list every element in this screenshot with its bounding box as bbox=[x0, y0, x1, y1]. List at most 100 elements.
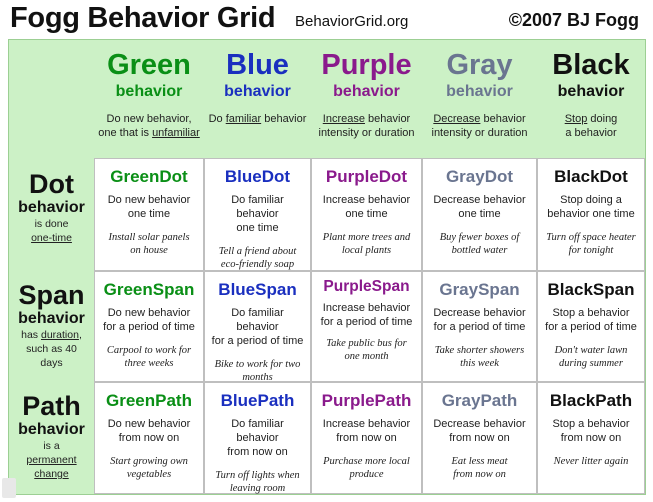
cell-desc-line: Stop a behavior bbox=[552, 418, 630, 430]
col-header-blue: Blue behavior Do familiar behavior bbox=[204, 40, 311, 158]
watermark-icon bbox=[2, 478, 16, 498]
col-header-green: Green behavior Do new behavior, one that… bbox=[94, 40, 204, 158]
cell-desc-line: one time bbox=[345, 208, 388, 220]
col-name: Black bbox=[552, 49, 630, 81]
row-name: Span bbox=[18, 280, 85, 310]
cell-example-line: during summer bbox=[559, 358, 623, 369]
col-header-purple: Purple behavior Increase behavior intens… bbox=[311, 40, 422, 158]
col-desc-part: one that is bbox=[98, 127, 153, 139]
copyright: ©2007 BJ Fogg bbox=[508, 10, 639, 30]
cell-desc: Do familiar behavior one time bbox=[205, 193, 310, 235]
cell-desc-line: Stop doing a bbox=[560, 194, 622, 206]
cell-example-line: leaving room bbox=[229, 483, 286, 494]
row-desc: is a bbox=[43, 440, 60, 452]
cell-example-line: Don't water lawn bbox=[554, 345, 628, 356]
col-desc-underlined: Increase bbox=[322, 113, 365, 125]
cell-desc-line: one time bbox=[236, 222, 279, 234]
cell-title: GreenSpan bbox=[103, 280, 195, 299]
row-desc-text: change bbox=[34, 468, 69, 480]
col-desc-underlined: Decrease bbox=[433, 113, 481, 125]
cell-example-line: Eat less meat bbox=[451, 456, 508, 467]
cell-desc-line: from now on bbox=[227, 446, 288, 458]
cell-desc-line: Do new behavior bbox=[107, 418, 191, 430]
cell-title: GrayDot bbox=[445, 167, 514, 186]
row-sub: behavior bbox=[18, 421, 85, 438]
cell-desc-line: Do familiar behavior bbox=[231, 194, 284, 220]
cell-example-line: Carpool to work for bbox=[106, 345, 192, 356]
cell-example-line: Start growing own bbox=[110, 456, 188, 467]
cell-desc-line: Increase behavior bbox=[322, 302, 411, 314]
row-desc-underlined: permanent bbox=[9, 454, 94, 467]
cell-desc-line: for a period of time bbox=[211, 335, 304, 347]
col-desc: Do familiar behavior bbox=[204, 112, 311, 126]
col-desc-part: behavior bbox=[480, 113, 526, 125]
row-desc-part: has bbox=[21, 329, 41, 341]
cell-desc-line: Decrease behavior bbox=[433, 194, 526, 206]
cell-title: PurplePath bbox=[321, 391, 412, 410]
row-desc-part: , bbox=[78, 329, 82, 341]
cell-example-line: Buy fewer boxes of bbox=[439, 232, 520, 243]
col-desc-line: Do new behavior, bbox=[106, 113, 192, 125]
page-title: Fogg Behavior Grid bbox=[10, 2, 276, 34]
col-desc: Stop doing a behavior bbox=[537, 112, 645, 140]
cell-desc-line: Increase behavior bbox=[322, 418, 411, 430]
cell-example-line: Plant more trees and bbox=[322, 232, 411, 243]
cell-graydot: GrayDot Decrease behavior one time Buy fe… bbox=[422, 158, 537, 271]
cell-example: Carpool to work for three weeks bbox=[95, 344, 203, 370]
row-header-dot: Dot behavior is done one-time bbox=[9, 158, 94, 271]
cell-example: Don't water lawn during summer bbox=[538, 344, 644, 370]
cell-title: BlueDot bbox=[224, 167, 291, 186]
row-desc-underlined: one-time bbox=[9, 232, 94, 245]
cell-example-line: three weeks bbox=[124, 358, 174, 369]
cell-desc-line: for a period of time bbox=[103, 321, 195, 333]
cell-desc-line: Increase behavior bbox=[322, 194, 411, 206]
col-name: Green bbox=[107, 49, 191, 81]
cell-example: Never litter again bbox=[538, 455, 644, 468]
col-sub: behavior bbox=[446, 83, 513, 100]
col-desc-part: doing bbox=[587, 113, 618, 125]
row-desc: is done bbox=[34, 218, 69, 230]
cell-example-line: Never litter again bbox=[553, 456, 629, 467]
cell-title: GraySpan bbox=[439, 280, 520, 299]
cell-example-line: Install solar panels bbox=[108, 232, 190, 243]
col-sub: behavior bbox=[115, 83, 183, 100]
cell-example-line: eco-friendly soap bbox=[220, 259, 295, 270]
row-desc-text: one-time bbox=[31, 232, 72, 244]
header: Fogg Behavior Grid BehaviorGrid.org ©200… bbox=[0, 0, 653, 38]
cell-example-line: Bike to work for two bbox=[214, 359, 301, 370]
cell-desc-line: Stop a behavior bbox=[552, 307, 630, 319]
site-url: BehaviorGrid.org bbox=[295, 13, 409, 30]
cell-example-line: Take public bus for bbox=[326, 338, 407, 349]
cell-desc-line: one time bbox=[458, 208, 501, 220]
cell-desc-line: for a period of time bbox=[545, 321, 637, 333]
col-desc-line: intensity or duration bbox=[431, 127, 528, 139]
cell-title: GrayPath bbox=[441, 391, 518, 410]
cell-desc-line: one time bbox=[127, 208, 171, 220]
behavior-grid: Green behavior Do new behavior, one that… bbox=[8, 39, 646, 495]
cell-desc-line: Do familiar behavior bbox=[231, 418, 284, 444]
row-name: Path bbox=[22, 391, 81, 421]
row-desc: has duration, bbox=[9, 329, 94, 342]
